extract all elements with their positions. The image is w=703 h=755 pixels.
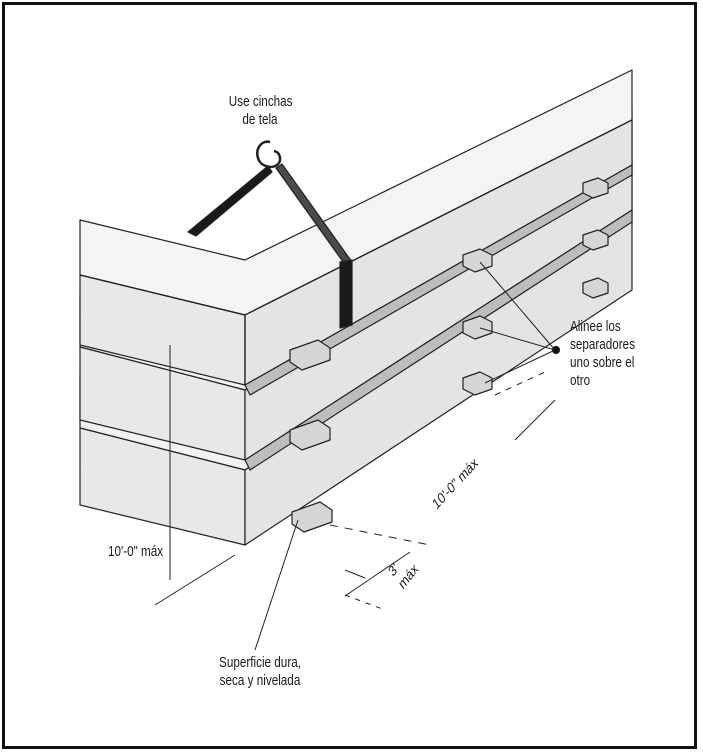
label-align-line1: Alinee los xyxy=(570,318,621,335)
crane-hook-icon xyxy=(256,140,282,169)
label-surface-line2: seca y nivelada xyxy=(219,672,301,689)
label-align-line3: uno sobre el xyxy=(570,354,635,371)
label-align-line2: separadores xyxy=(570,336,636,353)
beam-gap-upper xyxy=(244,164,633,396)
label-align-line4: otro xyxy=(570,372,591,389)
label-slings-line1: Use cinchas xyxy=(228,93,293,110)
callout-lines xyxy=(254,261,556,651)
label-surface-line1: Superficie dura, xyxy=(219,654,301,671)
beam-gap-lower xyxy=(244,209,633,471)
fabric-slings xyxy=(187,163,353,329)
label-slings: Use cinchas de tela xyxy=(228,93,293,129)
dimension-lines xyxy=(154,345,556,611)
label-surface: Superficie dura, seca y nivelada xyxy=(213,654,307,690)
callout-dot xyxy=(551,345,561,355)
dunnage-blocks xyxy=(289,177,609,533)
label-slings-line2: de tela xyxy=(242,111,278,128)
label-height-max: 10'-0" máx xyxy=(108,543,164,560)
label-align: Alinee los separadores uno sobre el otro xyxy=(570,318,635,390)
